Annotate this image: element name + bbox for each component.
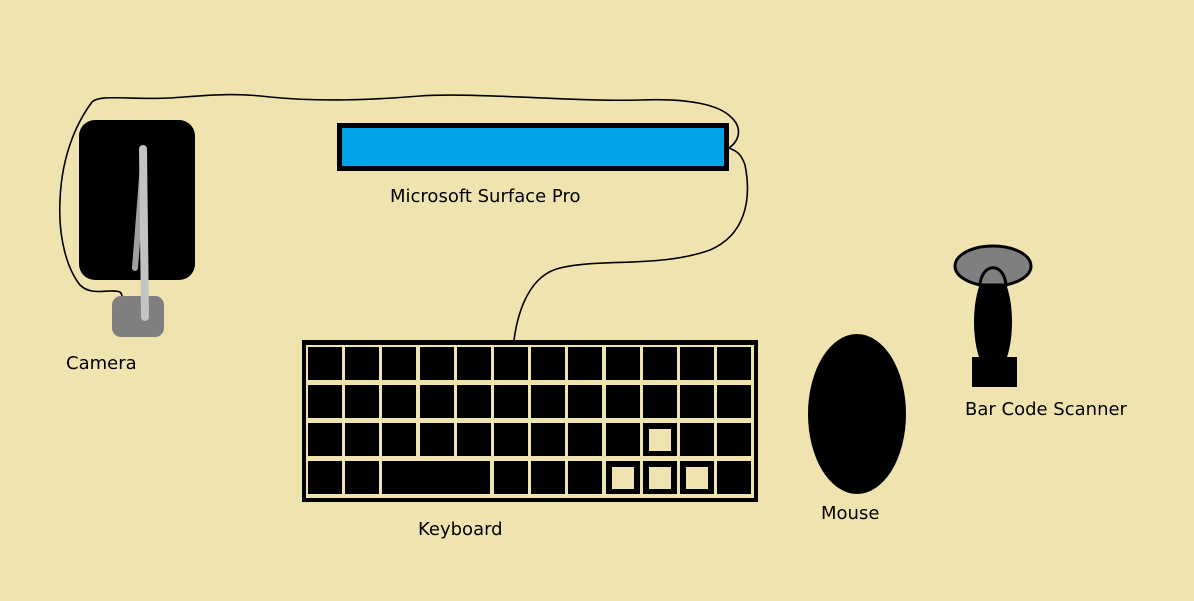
- keyboard-key: [382, 385, 416, 418]
- surface-screen: [342, 128, 724, 166]
- keyboard-key: [494, 423, 528, 456]
- keyboard-key: [680, 385, 714, 418]
- keyboard: [302, 340, 758, 502]
- keyboard-key: [382, 423, 416, 456]
- keyboard-key: [606, 347, 640, 380]
- keyboard-key: [420, 423, 454, 456]
- keyboard-key: [494, 385, 528, 418]
- keyboard-spacebar: [382, 461, 490, 494]
- keyboard-key: [308, 347, 342, 380]
- keyboard-key: [308, 423, 342, 456]
- keyboard-key: [531, 385, 565, 418]
- keyboard-label: Keyboard: [418, 519, 503, 540]
- scanner-window: [978, 266, 1008, 287]
- camera-label: Camera: [66, 353, 137, 374]
- keyboard-key: [457, 423, 491, 456]
- keyboard-key: [680, 347, 714, 380]
- scanner-handle: [974, 270, 1012, 374]
- keyboard-key: [494, 347, 528, 380]
- keyboard-key: [345, 347, 379, 380]
- bar-code-scanner: [953, 244, 1033, 387]
- surface-label: Microsoft Surface Pro: [390, 186, 581, 207]
- keyboard-key: [531, 347, 565, 380]
- keyboard-key: [643, 385, 677, 418]
- surface-pro: [337, 123, 729, 171]
- camera-arm: [139, 145, 149, 321]
- arrow-key-face: [686, 467, 708, 489]
- keyboard-key: [531, 461, 565, 494]
- keyboard-key: [568, 347, 602, 380]
- arrow-key-face: [649, 429, 671, 451]
- keyboard-key: [680, 423, 714, 456]
- keyboard-inner: [306, 345, 754, 498]
- keyboard-key: [382, 347, 416, 380]
- scanner-label: Bar Code Scanner: [965, 399, 1128, 420]
- keyboard-key: [420, 385, 454, 418]
- keyboard-key: [308, 461, 342, 494]
- camera: [79, 120, 195, 337]
- mouse: [808, 334, 906, 494]
- keyboard-key: [643, 347, 677, 380]
- keyboard-key: [568, 385, 602, 418]
- keyboard-key: [717, 423, 751, 456]
- cable: [58, 93, 749, 341]
- keyboard-key: [308, 385, 342, 418]
- keyboard-key: [345, 385, 379, 418]
- camera-base: [112, 296, 164, 337]
- keyboard-key: [494, 461, 528, 494]
- camera-body: [79, 120, 195, 280]
- keyboard-key: [717, 385, 751, 418]
- keyboard-key: [531, 423, 565, 456]
- keyboard-key: [717, 461, 751, 494]
- keyboard-key: [345, 461, 379, 494]
- keyboard-key: [420, 347, 454, 380]
- keyboard-key: [568, 423, 602, 456]
- keyboard-key: [717, 347, 751, 380]
- keyboard-key: [606, 423, 640, 456]
- arrow-key-face: [612, 467, 634, 489]
- mouse-label: Mouse: [821, 503, 879, 524]
- keyboard-key: [457, 385, 491, 418]
- arrow-key-face: [649, 467, 671, 489]
- keyboard-key: [345, 423, 379, 456]
- keyboard-key: [606, 385, 640, 418]
- keyboard-key: [568, 461, 602, 494]
- keyboard-key: [457, 347, 491, 380]
